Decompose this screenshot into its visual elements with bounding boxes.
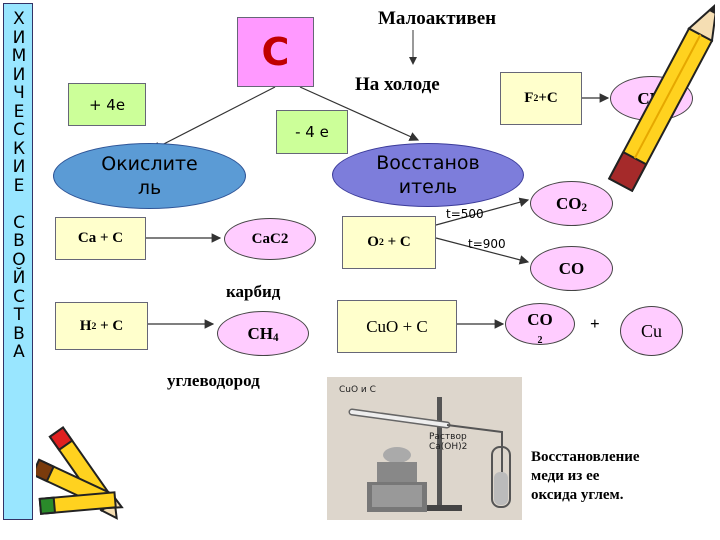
oxidizer-line-2: ль — [137, 177, 162, 199]
co2-top-main: CO — [555, 193, 582, 213]
h2c-main: H — [79, 317, 92, 334]
caption-text: Восстановление меди из ее оксида углем. — [531, 448, 640, 505]
cu-oval: Cu — [620, 306, 683, 356]
arrow-o2c-to-co — [435, 237, 530, 265]
title-letter: Й — [12, 268, 26, 288]
plus-sign: + — [590, 314, 600, 333]
f2c-rest: +C — [538, 90, 558, 106]
title-letter: И — [12, 157, 26, 177]
co2-mid-sub: 2 — [537, 334, 543, 346]
co2-mid-oval: CO 2 — [505, 303, 575, 346]
reducer-line-2: итель — [398, 176, 458, 198]
apparatus-drawing — [327, 377, 522, 520]
title-letter: В — [13, 231, 25, 251]
f2c-sub: 2 — [533, 93, 539, 104]
oxidizer-line-1: Окислите — [101, 153, 198, 175]
title-letter: Х — [13, 9, 25, 29]
title-letter: Ч — [13, 83, 25, 103]
cac-box: Ca + C — [55, 217, 146, 260]
co-oval: CO — [530, 246, 613, 291]
title-letter: А — [13, 342, 25, 362]
cac2-oval: CaC2 — [224, 218, 316, 260]
lose-electrons-box: - 4 е — [276, 110, 348, 154]
title-letter: М — [11, 46, 27, 66]
cuoc-box: CuO + C — [337, 300, 457, 353]
pencil-right-icon — [607, 1, 715, 193]
hydrocarbon-label: углеводород — [167, 371, 260, 390]
temp-900-label: t=900 — [468, 237, 506, 251]
arrow-carbon-to-oxidizer — [150, 86, 276, 151]
low-activity-label: Малоактивен — [378, 8, 497, 29]
title-letter: И — [12, 64, 26, 85]
photo-solution-line-2: Ca(OH)2 — [429, 442, 468, 452]
photo-label-cuo-c: CuO и C — [339, 385, 376, 395]
carbide-label: карбид — [226, 282, 281, 301]
ch4-sub: 4 — [272, 331, 279, 344]
title-letter: С — [13, 212, 25, 233]
arrow-carbon-to-reducer — [299, 86, 420, 141]
sidebar-vertical-title: Х И М И Ч Е С К И Е С В О Й С Т В А — [4, 10, 34, 362]
title-letter: Т — [13, 305, 25, 325]
cold-label: На холоде — [355, 74, 440, 95]
co2-mid-main: CO — [527, 309, 553, 329]
title-letter: С — [13, 120, 25, 140]
arrow-o2c-to-co2 — [435, 197, 530, 226]
o2c-sub: 2 — [378, 237, 384, 248]
sidebar-title-panel: Х И М И Ч Е С К И Е С В О Й С Т В А — [3, 3, 33, 520]
title-letter: С — [13, 286, 25, 307]
carbon-box: C — [237, 17, 314, 87]
caption-line-2: меди из ее — [531, 468, 600, 484]
caption-line-1: Восстановление — [531, 449, 640, 465]
pencils-left-icon — [36, 426, 124, 520]
title-letter: В — [13, 323, 25, 344]
photo-solution-line-1: Раствор — [429, 432, 467, 442]
title-letter: И — [12, 27, 26, 48]
co2-top-sub: 2 — [581, 201, 588, 214]
h2c-sub: 2 — [91, 320, 97, 332]
title-letter: О — [12, 249, 26, 270]
o2c-main: O — [367, 234, 379, 250]
ch4-main: CH — [247, 323, 273, 343]
reducer-line-1: Восстанов — [376, 152, 480, 174]
h2c-rest: + C — [96, 317, 124, 334]
title-letter: Е — [13, 175, 25, 196]
caption-line-3: оксида углем. — [531, 487, 624, 503]
title-letter: Е — [13, 101, 25, 122]
title-letter: К — [12, 138, 26, 159]
temp-500-label: t=500 — [446, 207, 484, 221]
f2c-main: F — [524, 90, 534, 106]
gain-electrons-box: + 4е — [68, 83, 146, 126]
o2c-rest: + C — [383, 234, 411, 250]
